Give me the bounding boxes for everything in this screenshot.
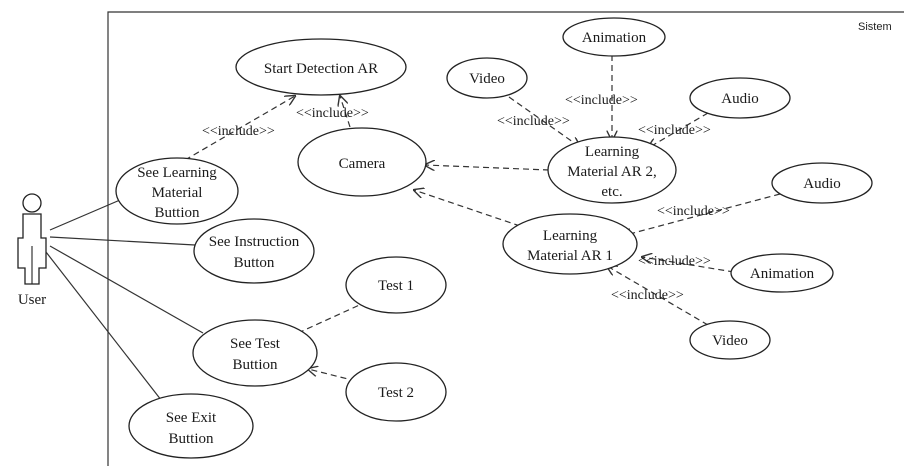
use-case-label: See Exit bbox=[166, 410, 217, 426]
use-case-label: Material bbox=[152, 185, 203, 201]
use-case-label: Test 1 bbox=[378, 278, 414, 294]
include-label: <<include>> bbox=[657, 204, 730, 219]
use-case-label: Audio bbox=[721, 91, 759, 107]
use-case-video-top: Video bbox=[446, 57, 528, 99]
use-case-label: Animation bbox=[582, 30, 647, 46]
dep-material2-to-camera bbox=[425, 165, 550, 170]
use-case-label: Animation bbox=[750, 266, 815, 282]
use-case-label: Button bbox=[234, 255, 275, 271]
use-case-label: Learning bbox=[585, 144, 640, 160]
use-case-label: Audio bbox=[803, 176, 841, 192]
use-case-start-detection: Start Detection AR bbox=[235, 38, 407, 96]
system-label: Sistem bbox=[858, 21, 892, 33]
system-boundary: Sistem bbox=[107, 11, 904, 466]
dependencies bbox=[184, 55, 781, 382]
use-case-learning-material-ar-1: Learning Material AR 1 bbox=[502, 213, 638, 275]
assoc-see-learning bbox=[49, 199, 121, 231]
include-label: <<include>> bbox=[638, 123, 711, 138]
use-case-animation-right: Animation bbox=[730, 253, 834, 293]
include-label: <<include>> bbox=[565, 93, 638, 108]
use-case-camera: Camera bbox=[297, 127, 427, 197]
use-case-label: Camera bbox=[339, 156, 386, 172]
use-case-see-instruction-button[interactable]: See Instruction Button bbox=[193, 218, 315, 284]
assoc-see-exit bbox=[45, 251, 166, 406]
include-label: <<include>> bbox=[202, 124, 275, 139]
include-label: <<include>> bbox=[638, 254, 711, 269]
use-case-video-bottom: Video bbox=[689, 320, 771, 360]
use-case-label: Learning bbox=[543, 228, 598, 244]
use-case-see-test-button[interactable]: See Test Buttion bbox=[192, 319, 318, 387]
use-case-label: Test 2 bbox=[378, 385, 414, 401]
use-case-label: Buttion bbox=[154, 205, 200, 221]
use-case-label: Material AR 2, bbox=[567, 164, 657, 180]
dep-audio-to-material2 bbox=[648, 112, 709, 148]
use-case-label: Video bbox=[469, 71, 505, 87]
dep-camera-to-start bbox=[340, 96, 351, 128]
use-case-label: See Learning bbox=[137, 165, 217, 181]
assoc-see-test bbox=[49, 245, 204, 334]
dep-video-to-material2 bbox=[508, 96, 580, 147]
include-labels: <<include>> <<include>> <<include>> <<in… bbox=[202, 93, 730, 303]
use-case-animation-top: Animation bbox=[562, 17, 666, 57]
use-case-learning-material-ar-2: Learning Material AR 2, etc. bbox=[547, 136, 677, 204]
assoc-see-instruction bbox=[49, 236, 196, 246]
dep-animation-to-material1 bbox=[642, 257, 735, 273]
use-case-test-1: Test 1 bbox=[345, 256, 447, 314]
dep-material1-to-camera bbox=[414, 190, 521, 227]
use-case-label: Material AR 1 bbox=[527, 248, 613, 264]
use-case-audio-top: Audio bbox=[689, 77, 791, 119]
use-case-label: See Test bbox=[230, 336, 281, 352]
dep-audio-to-material1 bbox=[622, 193, 781, 236]
dep-learning-to-start bbox=[184, 96, 295, 161]
dep-test2-to-seetest bbox=[308, 369, 357, 382]
actor-user: User bbox=[17, 193, 47, 308]
associations bbox=[45, 199, 204, 406]
include-label: <<include>> bbox=[497, 114, 570, 129]
use-case-label: See Instruction bbox=[209, 234, 300, 250]
use-case-label: Start Detection AR bbox=[264, 61, 378, 77]
use-case-label: Buttion bbox=[232, 357, 278, 373]
include-label: <<include>> bbox=[296, 106, 369, 121]
use-case-test-2: Test 2 bbox=[345, 362, 447, 422]
use-case-label: Video bbox=[712, 333, 748, 349]
use-case-label: etc. bbox=[601, 184, 622, 200]
use-case-audio-right: Audio bbox=[771, 162, 873, 204]
use-case-see-exit-button[interactable]: See Exit Buttion bbox=[128, 393, 254, 459]
actor-head bbox=[22, 193, 42, 213]
include-label: <<include>> bbox=[611, 288, 684, 303]
use-case-see-learning-button[interactable]: See Learning Material Buttion bbox=[115, 157, 239, 225]
use-case-label: Buttion bbox=[168, 431, 214, 447]
actor-label: User bbox=[18, 292, 46, 308]
